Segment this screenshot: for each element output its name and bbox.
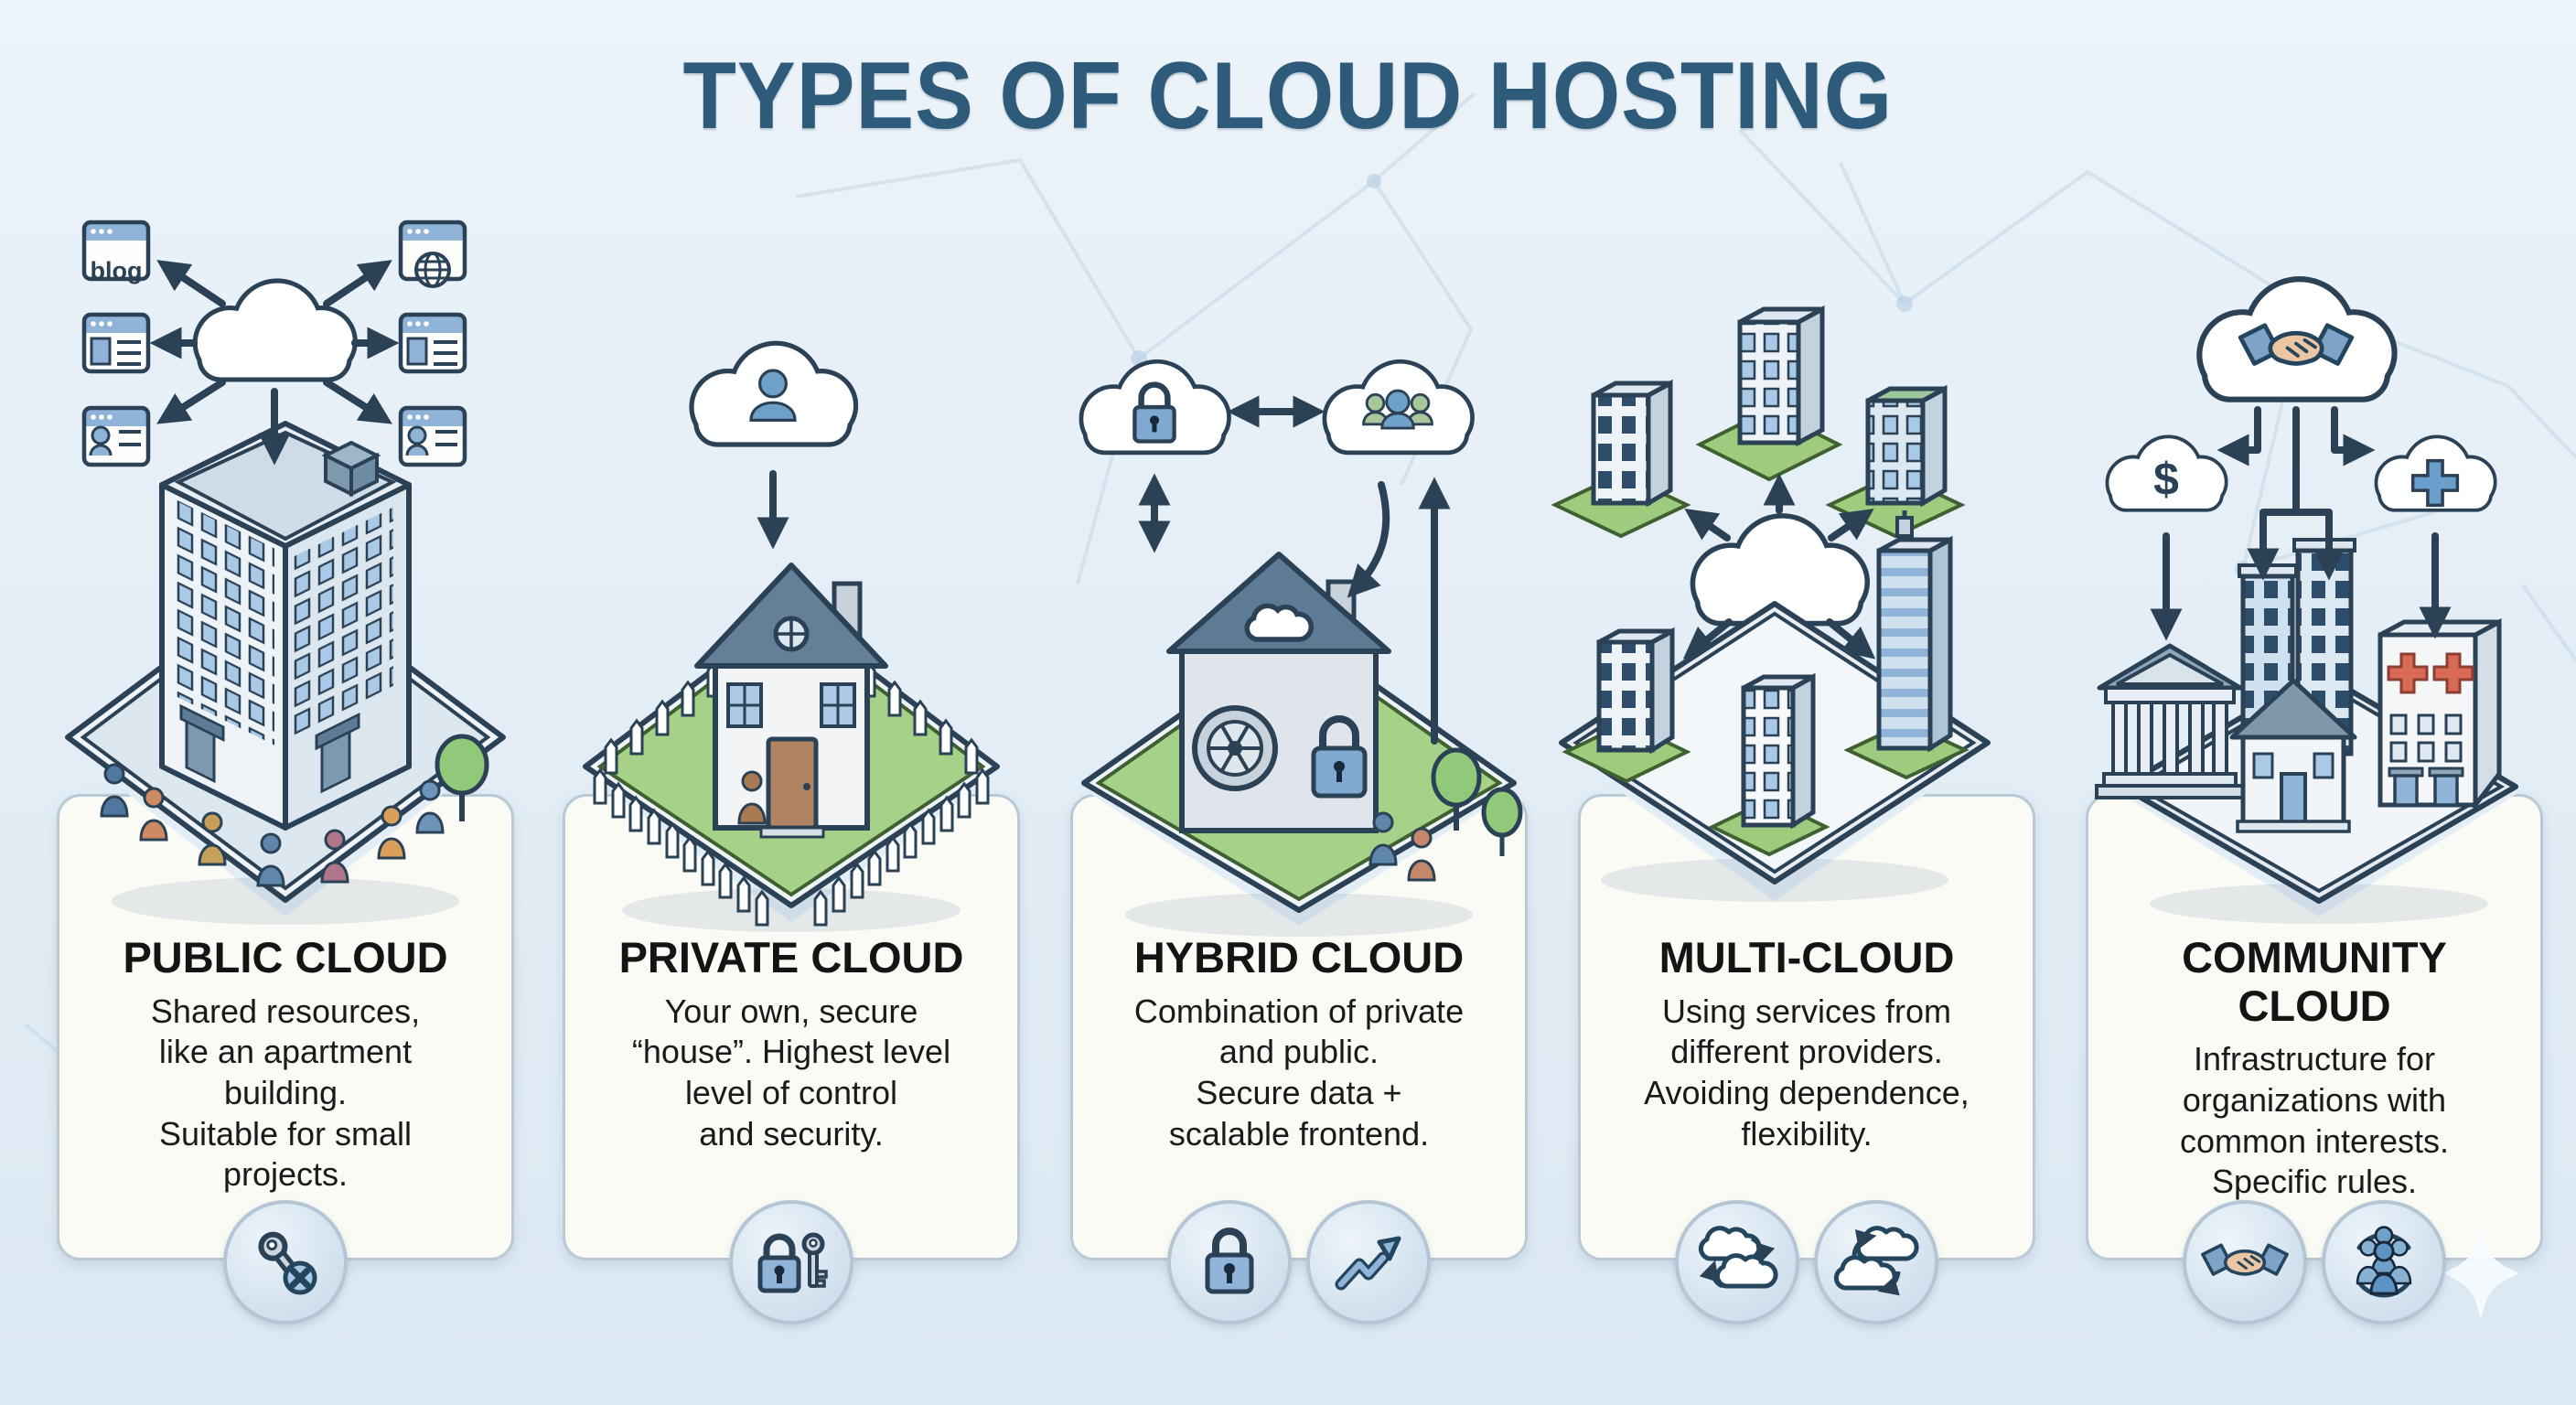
page-title-text: TYPES OF CLOUD HOSTING [682,43,1894,149]
card-multi-cloud: MULTI-CLOUD Using services from differen… [1578,794,2035,1260]
card-title-public: PUBLIC CLOUD [123,933,448,981]
card-title-hybrid: HYBRID CLOUD [1133,933,1465,981]
card-description-community: Infrastructure for organizations with co… [2179,1040,2450,1201]
card-hybrid-cloud: HYBRID CLOUD Combination of private and … [1070,794,1528,1260]
card-private-cloud: PRIVATE CLOUD Your own, secure “house”. … [563,794,1020,1260]
hybrid-cloud-badges [1070,1200,1528,1325]
card-title-private: PRIVATE CLOUD [618,933,964,981]
card-description-multi: Using services from different providers.… [1644,992,1970,1153]
private-cloud-badges [563,1200,1020,1325]
padlock-and-key-icon [729,1200,853,1325]
growth-arrow-icon [1306,1200,1431,1325]
padlock-icon [1167,1200,1292,1325]
handshake-icon [2183,1200,2307,1325]
multi-cloud-badges [1578,1200,2035,1325]
card-community-cloud: COMMUNITY CLOUD Infrastructure for organ… [2086,794,2543,1260]
card-description-hybrid: Combination of private and public. Secur… [1133,992,1465,1153]
clouds-sync-icon [1675,1200,1799,1325]
page-title: TYPES OF CLOUD HOSTING [0,42,2576,151]
people-group-icon [2322,1200,2446,1325]
public-cloud-badges [57,1200,514,1325]
community-cloud-badges [2086,1200,2543,1325]
card-description-private: Your own, secure “house”. Highest level … [631,992,951,1153]
card-title-multi: MULTI-CLOUD [1658,933,1955,981]
shared-key-crossed-icon [223,1200,348,1325]
card-title-community: COMMUNITY CLOUD [2182,933,2447,1030]
card-description-public: Shared resources, like an apartment buil… [150,992,421,1194]
clouds-cycle-icon [1814,1200,1938,1325]
card-public-cloud: PUBLIC CLOUD Shared resources, like an a… [57,794,514,1260]
